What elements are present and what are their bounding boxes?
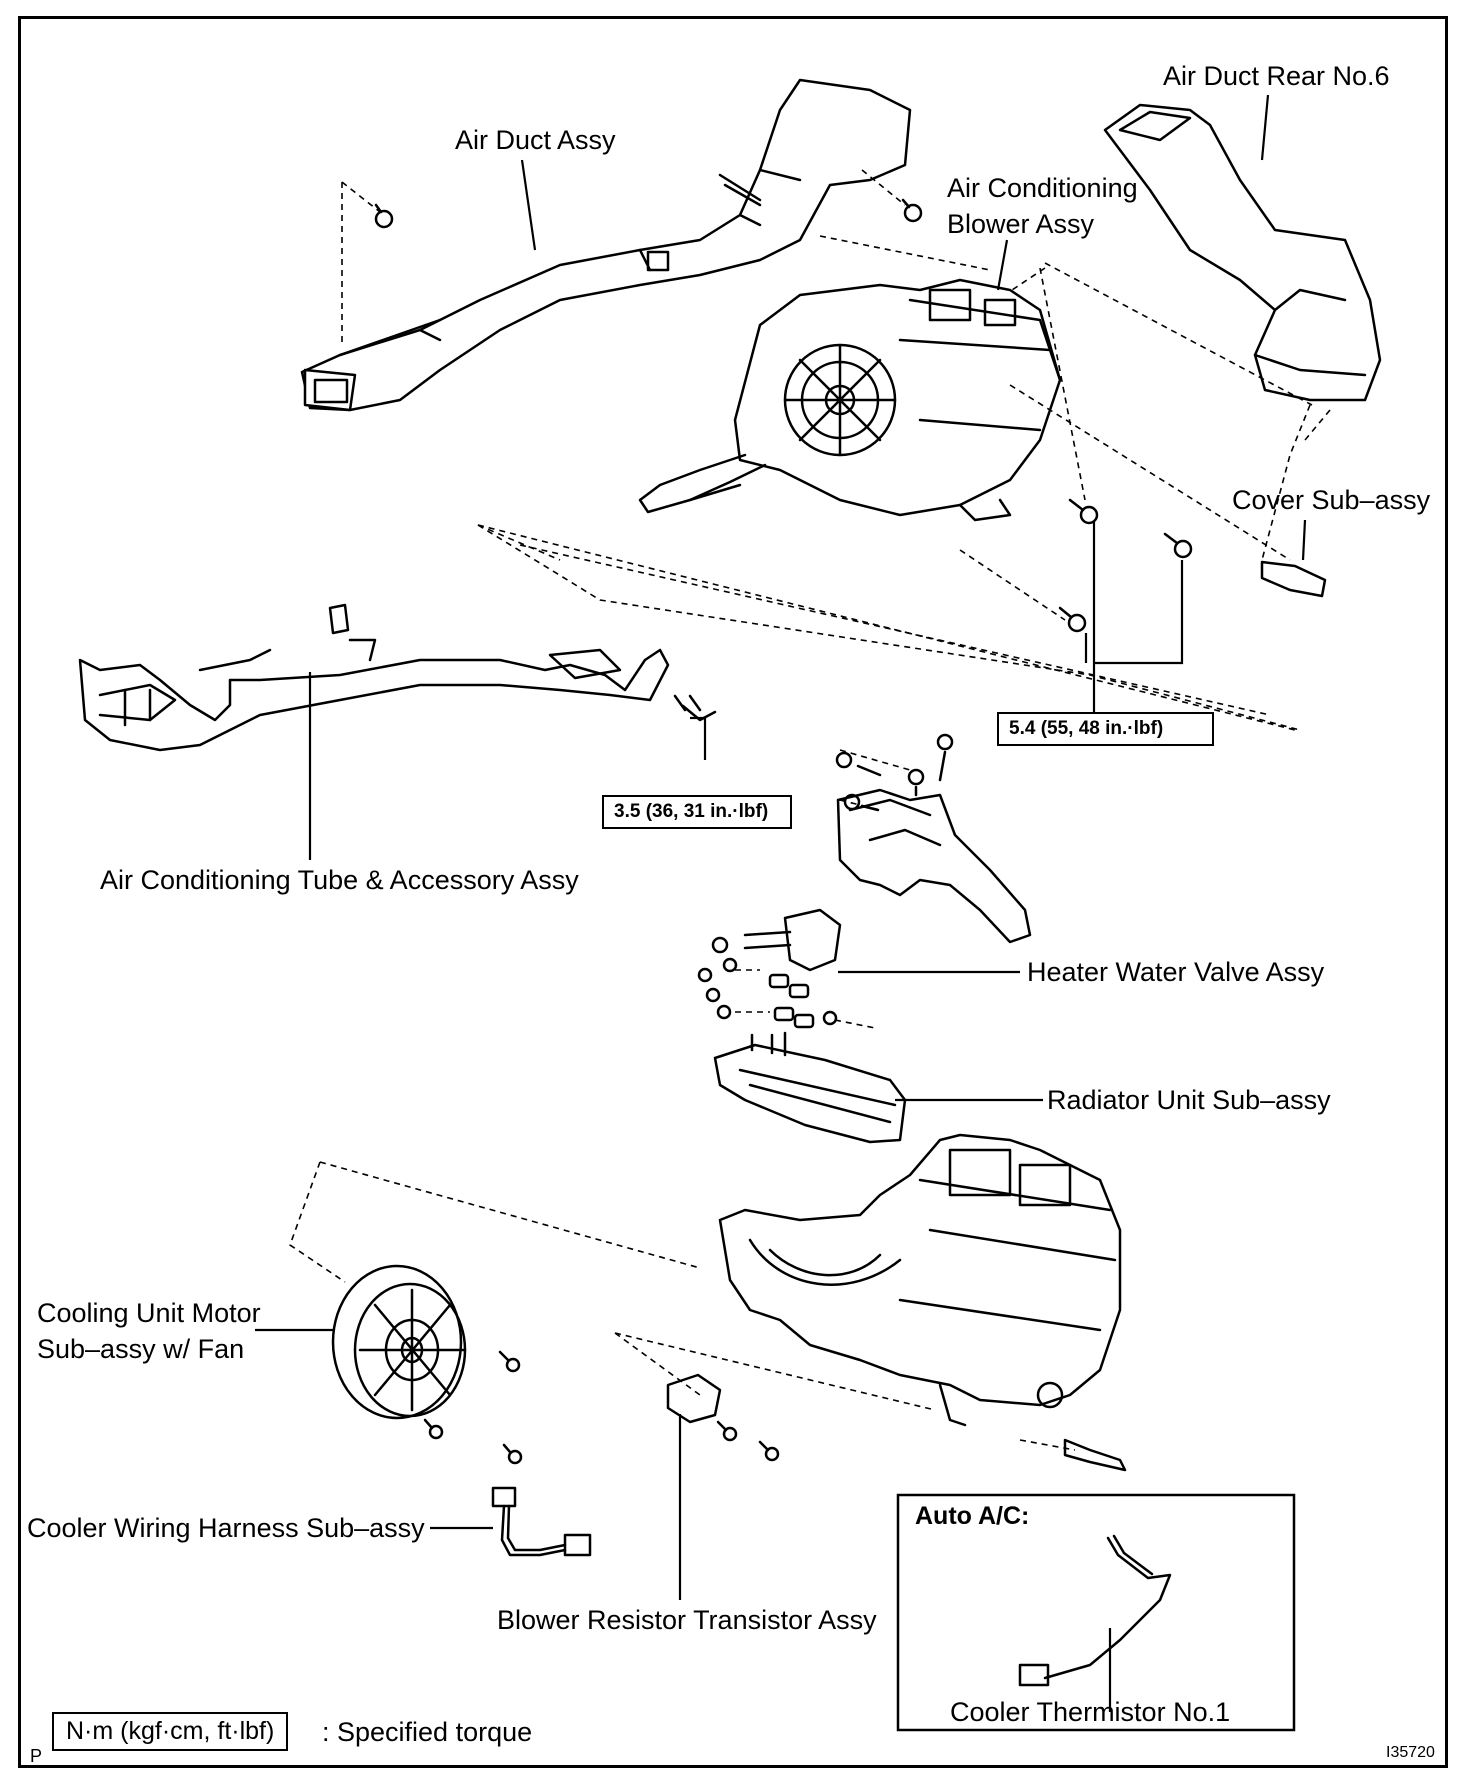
cooling-motor-fan-drawing (331, 1264, 523, 1465)
cooler-thermistor-drawing (1018, 1534, 1172, 1687)
dashed-alignment-lines (289, 169, 1331, 1451)
diagram-frame (18, 16, 1448, 1768)
label-cooler-thermistor-no1: Cooler Thermistor No.1 (950, 1697, 1231, 1727)
inset-title-auto-ac: Auto A/C: (915, 1502, 1030, 1530)
label-air-duct-rear-no6: Air Duct Rear No.6 (1163, 61, 1390, 91)
auto-ac-inset-border (896, 1493, 1296, 1732)
blower-resistor-drawing (666, 1373, 780, 1462)
label-air-duct-assy: Air Duct Assy (455, 125, 616, 155)
legend-unit-box: N·m (kgf·cm, ft·lbf) (52, 1712, 289, 1751)
label-blower-resistor-transistor: Blower Resistor Transistor Assy (497, 1605, 877, 1635)
label-heater-water-valve-assy: Heater Water Valve Assy (1027, 957, 1325, 987)
label-cover-sub-assy: Cover Sub–assy (1232, 485, 1431, 515)
legend-description: : Specified torque (322, 1717, 533, 1747)
air-duct-assy-drawing (300, 78, 912, 412)
figure-id: I35720 (1386, 1744, 1435, 1761)
corner-left-mark: P (30, 1746, 43, 1766)
radiator-unit-drawing (713, 1031, 907, 1144)
blower-bolts-drawing (374, 198, 1193, 633)
torque-box-tube-bolts: 3.5 (36, 31 in.·lbf) (602, 795, 792, 829)
wiring-harness-drawing (491, 1486, 592, 1557)
label-cooler-wiring-harness: Cooler Wiring Harness Sub–assy (27, 1513, 425, 1543)
heater-cover-drawing (835, 733, 1032, 944)
heater-water-valve-drawing (697, 908, 842, 1029)
label-radiator-unit-sub-assy: Radiator Unit Sub–assy (1047, 1085, 1331, 1115)
label-ac-tube-accessory-assy: Air Conditioning Tube & Accessory Assy (100, 865, 579, 895)
ac-tube-accessory-drawing (78, 603, 717, 752)
cover-sub-assy-drawing (1260, 560, 1327, 598)
label-ac-blower-assy-line2: Blower Assy (947, 209, 1095, 239)
label-cooling-unit-motor-line2: Sub–assy w/ Fan (37, 1334, 245, 1364)
cooling-unit-housing-drawing (718, 1133, 1127, 1472)
leader-lines (255, 94, 1307, 1712)
air-duct-rear-drawing (1103, 103, 1382, 402)
torque-box-blower-bolts: 5.4 (55, 48 in.·lbf) (997, 712, 1214, 746)
ac-blower-assy-drawing (638, 278, 1062, 522)
label-ac-blower-assy-line1: Air Conditioning (947, 173, 1138, 203)
label-cooling-unit-motor-line1: Cooling Unit Motor (37, 1298, 261, 1328)
